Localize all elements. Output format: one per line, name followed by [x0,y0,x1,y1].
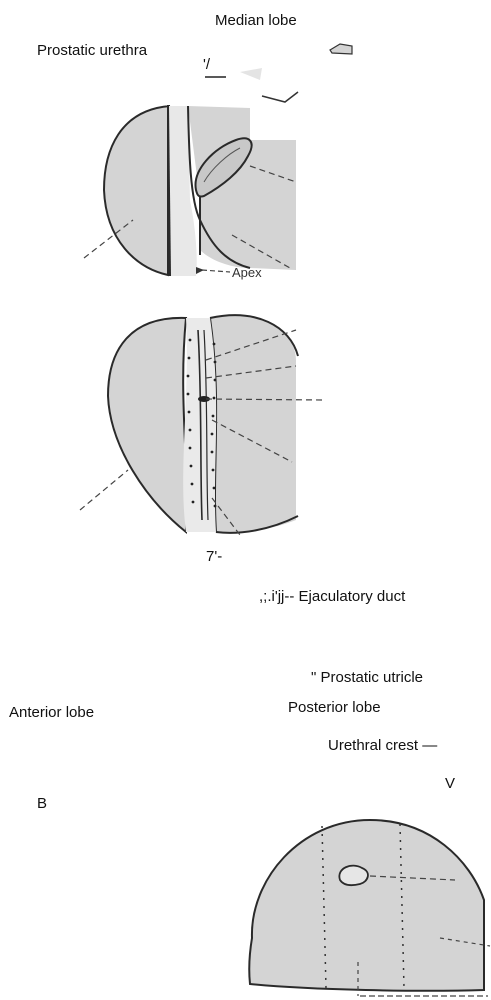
top-fragment [330,44,352,54]
leader-mid-left [80,470,128,510]
top-fragment-stroke [262,92,298,102]
apex-arrow [196,267,204,274]
figure-b [249,820,490,996]
urethra-lumen [339,866,368,886]
figure-a [84,106,296,276]
middle-right-lobe [210,316,296,533]
figure-a-body [104,106,170,275]
leader-apex [202,270,230,272]
figure-middle [80,315,324,535]
middle-left-lobe [108,318,187,532]
top-fragment-gray [240,68,262,80]
cross-section-body [249,820,484,991]
